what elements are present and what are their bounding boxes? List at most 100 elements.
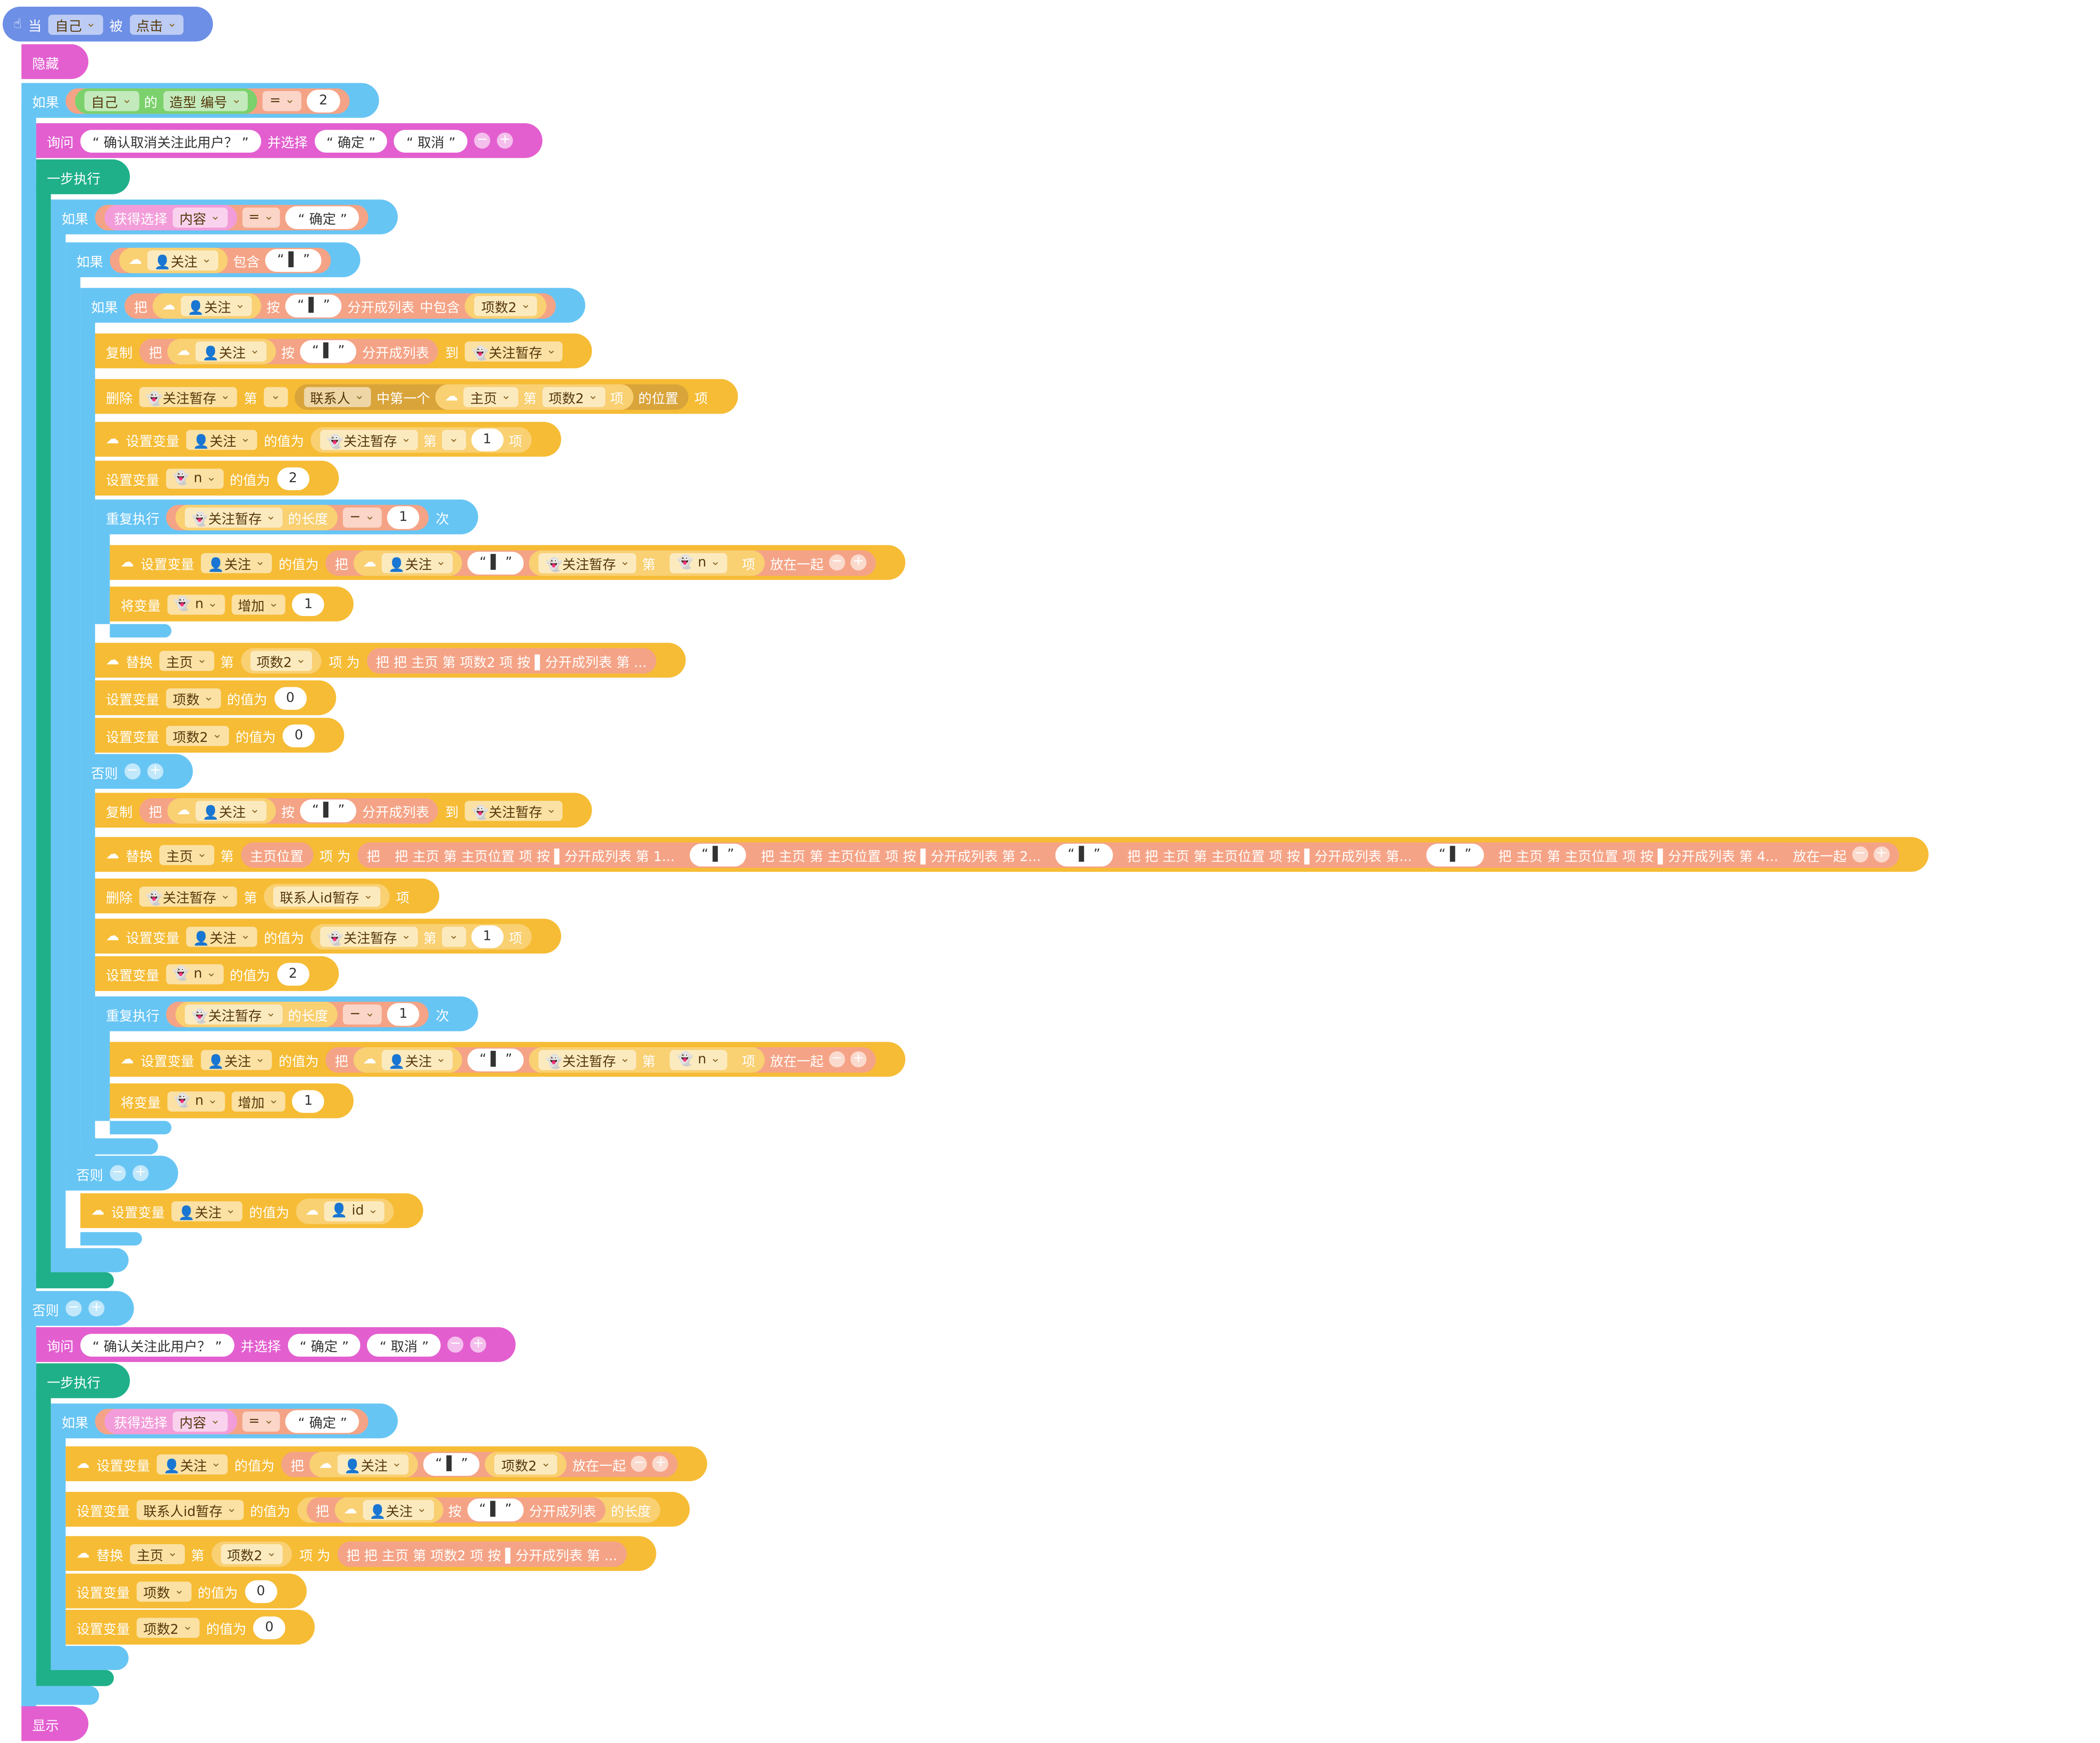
- value-input[interactable]: “ 取消 ”: [367, 1333, 441, 1356]
- remove-item-button[interactable]: −: [110, 1165, 126, 1181]
- code-block-ctrl[interactable]: 重复执行👻关注暂存的长度−1次: [95, 499, 479, 534]
- value-input[interactable]: “ 取消 ”: [394, 129, 468, 152]
- reporter-block[interactable]: ☁👤关注: [353, 1046, 462, 1072]
- remove-item-button[interactable]: −: [631, 1455, 648, 1472]
- add-item-button[interactable]: +: [147, 763, 164, 780]
- dropdown-field[interactable]: 👤关注: [156, 1454, 228, 1474]
- add-item-button[interactable]: +: [497, 132, 513, 149]
- code-block-cloud[interactable]: ☁设置变量👤关注的值为把☁👤关注“ ▌ ”👻关注暂存第👻 n项放在一起−+: [110, 1042, 906, 1077]
- dropdown-field[interactable]: 👤关注: [201, 552, 272, 573]
- dropdown-field[interactable]: =: [241, 1411, 281, 1431]
- reporter-block[interactable]: ☁👤关注包含“ ▌ ”: [110, 247, 332, 273]
- reporter-block[interactable]: 把 把 主页 第 项数2 项 按 ▌分开成列表 第 ...: [366, 647, 656, 673]
- reporter-block[interactable]: 获得选择内容: [104, 1408, 236, 1434]
- add-item-button[interactable]: +: [470, 1336, 486, 1353]
- dropdown-field[interactable]: 👻关注暂存: [139, 886, 237, 906]
- reporter-block[interactable]: 👻 n: [660, 549, 737, 575]
- code-block-ctrl[interactable]: 如果☁👤关注包含“ ▌ ”: [65, 242, 361, 278]
- reporter-block[interactable]: ☁👤关注: [153, 293, 261, 318]
- dropdown-field[interactable]: 👤关注: [181, 295, 252, 316]
- dropdown-field[interactable]: 👻关注暂存: [465, 800, 564, 820]
- remove-item-button[interactable]: −: [474, 132, 491, 149]
- value-input[interactable]: 2: [276, 962, 309, 985]
- reporter-block[interactable]: 把 主页 第 主页位置 项 按 ▌分开成列表 第 2...: [751, 842, 1050, 867]
- dropdown-field[interactable]: 👻关注暂存: [185, 507, 283, 527]
- dropdown-field[interactable]: 联系人id暂存: [273, 886, 380, 906]
- value-input[interactable]: “ ▌ ”: [423, 1452, 480, 1475]
- value-input[interactable]: “ 确认取消关注此用户？ ”: [80, 129, 261, 152]
- dropdown-field[interactable]: 👤关注: [362, 1499, 434, 1520]
- reporter-block[interactable]: 主页位置: [240, 842, 313, 867]
- dropdown-field[interactable]: 内容: [173, 1411, 227, 1431]
- value-input[interactable]: “ ▌ ”: [689, 843, 747, 866]
- dropdown-field[interactable]: 👻关注暂存: [139, 386, 237, 407]
- add-item-button[interactable]: +: [652, 1455, 669, 1472]
- dropdown-field[interactable]: 👻 n: [166, 468, 223, 488]
- value-input[interactable]: “ 确认关注此用户？ ”: [80, 1333, 234, 1356]
- dropdown-field[interactable]: [442, 429, 466, 449]
- reporter-block[interactable]: 把 主页 第 主页位置 项 按 ▌分开成列表 第 4...: [1488, 842, 1788, 867]
- code-block-look[interactable]: 显示: [21, 1706, 89, 1741]
- dropdown-field[interactable]: 主页: [159, 650, 214, 670]
- code-block-cloud[interactable]: ☁替换主页第项数2项 为把 把 主页 第 项数2 项 按 ▌分开成列表 第 ..…: [95, 643, 686, 678]
- dropdown-field[interactable]: 👤关注: [147, 250, 218, 270]
- value-input[interactable]: “ 确定 ”: [287, 1333, 361, 1356]
- dropdown-field[interactable]: 项数2: [136, 1617, 200, 1637]
- dropdown-field[interactable]: 👤关注: [381, 1049, 453, 1069]
- reporter-block[interactable]: 把 把 主页 第 主页位置 项 按 ▌分开成列表 第...: [1117, 842, 1421, 867]
- code-block-look[interactable]: 询问“ 确认关注此用户？ ”并选择“ 确定 ”“ 取消 ”−+: [36, 1327, 516, 1362]
- value-input[interactable]: “ ▌ ”: [265, 248, 322, 271]
- dropdown-field[interactable]: 项数2: [166, 725, 229, 746]
- dropdown-field[interactable]: 联系人id暂存: [136, 1499, 244, 1520]
- dropdown-field[interactable]: 项数2: [250, 650, 313, 670]
- dropdown-field[interactable]: =: [263, 90, 302, 111]
- reporter-block[interactable]: ☁👤关注: [309, 1451, 418, 1477]
- dropdown-field[interactable]: −: [342, 507, 382, 527]
- dropdown-field[interactable]: 👤关注: [195, 800, 267, 820]
- value-input[interactable]: “ ▌ ”: [285, 294, 342, 317]
- dropdown-field[interactable]: 项数2: [220, 1543, 284, 1564]
- dropdown-field[interactable]: 👤 id: [324, 1200, 385, 1221]
- dropdown-field[interactable]: 👻关注暂存: [539, 1049, 637, 1069]
- value-input[interactable]: “ ▌ ”: [467, 1048, 525, 1071]
- value-input[interactable]: 1: [471, 924, 504, 948]
- dropdown-field[interactable]: 👻 n: [670, 552, 727, 573]
- dropdown-field[interactable]: 👻关注暂存: [185, 1003, 283, 1024]
- code-block-ctrl[interactable]: 否则−+: [80, 754, 193, 789]
- dropdown-field[interactable]: 👤关注: [381, 552, 453, 573]
- value-input[interactable]: “ 确定 ”: [314, 129, 388, 152]
- reporter-block[interactable]: ☁👤关注: [334, 1497, 443, 1522]
- code-block-event[interactable]: ☝当自己被点击: [2, 6, 213, 42]
- value-input[interactable]: “ ▌ ”: [467, 1497, 524, 1521]
- reporter-block[interactable]: 👻关注暂存的长度−1: [166, 1001, 429, 1027]
- code-block-look[interactable]: 隐藏: [21, 44, 89, 79]
- value-input[interactable]: 0: [274, 686, 307, 709]
- reporter-block[interactable]: 👻关注暂存第👻 n项: [530, 549, 765, 575]
- dropdown-field[interactable]: 联系人: [303, 386, 371, 407]
- add-item-button[interactable]: +: [1873, 846, 1890, 863]
- reporter-block[interactable]: ☁👤关注: [119, 247, 228, 273]
- dropdown-field[interactable]: 👻关注暂存: [465, 341, 564, 361]
- reporter-block[interactable]: 把把 主页 第 主页位置 项 按 ▌分开成列表 第 1...“ ▌ ”把 主页 …: [357, 842, 1899, 867]
- code-block-var[interactable]: 将变量👻 n增加1: [110, 586, 354, 621]
- code-block-var[interactable]: 删除👻关注暂存第联系人中第一个☁主页第项数2项的位置项: [95, 379, 737, 414]
- dropdown-field[interactable]: 👤关注: [195, 341, 267, 361]
- value-input[interactable]: “ ▌ ”: [1426, 843, 1484, 866]
- dropdown-field[interactable]: 👻 n: [167, 594, 225, 614]
- code-block-ctrl[interactable]: 如果自己的造型 编号=2: [21, 83, 379, 118]
- reporter-block[interactable]: 把 主页 第 主页位置 项 按 ▌分开成列表 第 1...: [385, 842, 684, 867]
- add-item-button[interactable]: +: [850, 1051, 867, 1068]
- reporter-block[interactable]: 👻关注暂存第1项: [310, 923, 532, 949]
- reporter-block[interactable]: 把☁👤关注“ ▌ ”👻关注暂存第👻 n项放在一起−+: [325, 549, 876, 575]
- value-input[interactable]: 2: [307, 89, 340, 112]
- dropdown-field[interactable]: 👻 n: [167, 1091, 225, 1111]
- reporter-block[interactable]: 把☁👤关注按“ ▌ ”分开成列表: [139, 338, 439, 364]
- add-item-button[interactable]: +: [132, 1165, 149, 1181]
- reporter-block[interactable]: ☁👤关注: [167, 338, 276, 364]
- dropdown-field[interactable]: [264, 386, 288, 407]
- reporter-block[interactable]: 把☁👤关注按“ ▌ ”分开成列表: [306, 1497, 606, 1522]
